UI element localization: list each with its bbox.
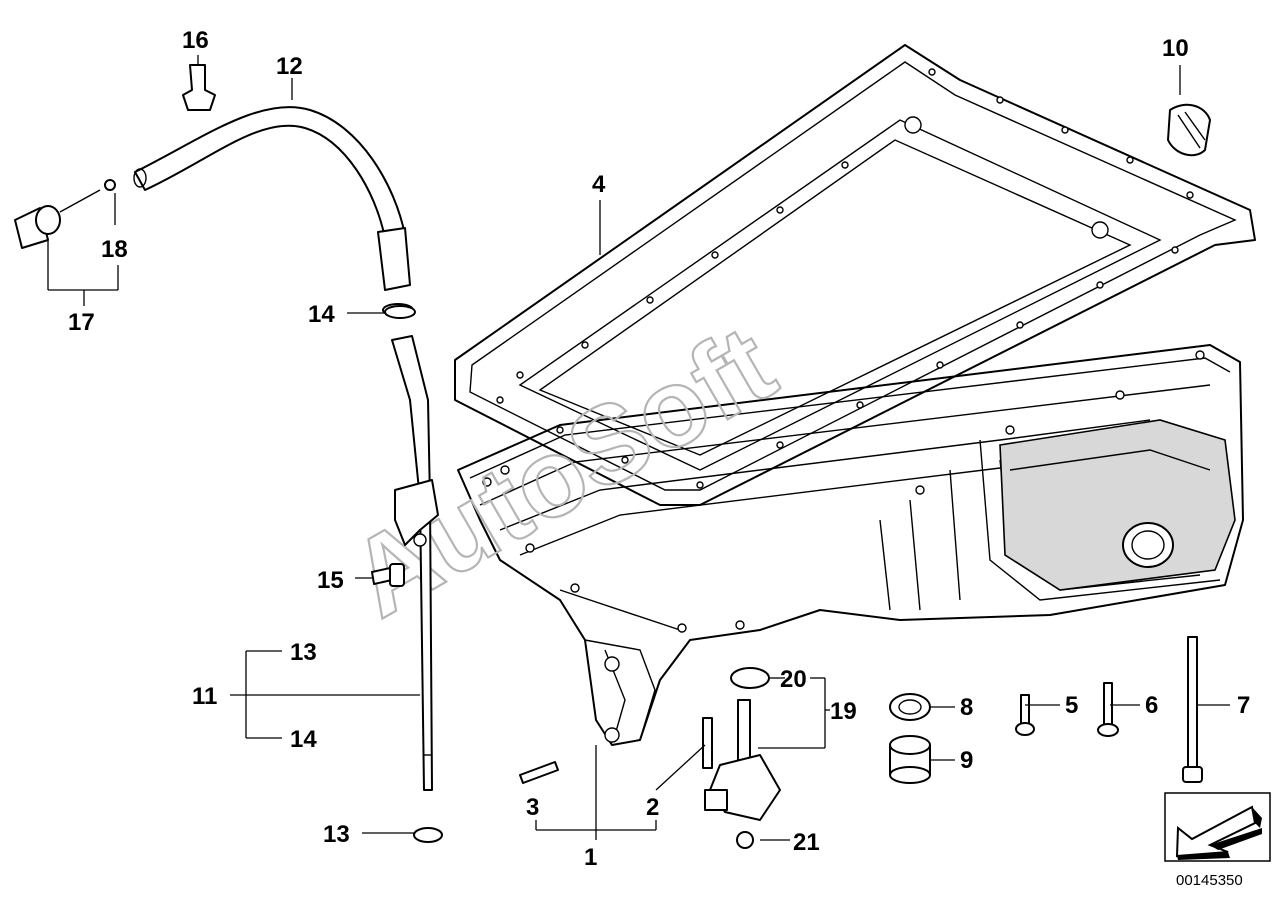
dipstick-guide-tube	[133, 106, 414, 317]
screw-6	[1097, 682, 1119, 737]
callout-labels: 1 2 3 4 5 6 7 8 9 10 11 12 13 13 14 14 1…	[68, 27, 1250, 871]
sealing-ring-8	[889, 693, 931, 721]
leader-lines	[47, 55, 1230, 841]
view-direction-box: 00145350	[1164, 792, 1271, 889]
stud-bolt-3	[519, 761, 559, 784]
callout-8: 8	[960, 694, 973, 721]
callout-11: 11	[192, 683, 217, 710]
callout-16: 16	[182, 27, 209, 54]
callout-12: 12	[276, 53, 303, 80]
oil-filler-cap	[1167, 103, 1211, 157]
seal-ring-13-bottom	[413, 827, 443, 843]
callout-14-upper: 14	[308, 301, 335, 328]
clip-rivet	[182, 64, 216, 111]
callout-17: 17	[68, 309, 95, 336]
seal-ring-14-top	[384, 305, 416, 319]
callout-20: 20	[780, 666, 807, 693]
oil-level-sensor	[704, 699, 781, 821]
callout-4: 4	[592, 171, 606, 198]
callout-13-lower: 13	[323, 821, 350, 848]
drain-plug-9	[889, 735, 931, 784]
callout-10: 10	[1162, 35, 1189, 62]
stud-bolt-2	[702, 717, 713, 769]
callout-15: 15	[317, 567, 344, 594]
callout-9: 9	[960, 747, 973, 774]
callout-18: 18	[101, 236, 128, 263]
oil-pan	[457, 344, 1244, 746]
dipstick-handle	[14, 179, 116, 249]
callout-6: 6	[1145, 692, 1158, 719]
screw-5	[1015, 694, 1035, 736]
callout-19: 19	[830, 698, 857, 725]
dipstick	[391, 335, 439, 791]
oil-pan-gasket	[454, 44, 1256, 506]
bolt-7	[1182, 636, 1203, 783]
diagram-number: 00145350	[1176, 872, 1243, 889]
callout-7: 7	[1237, 692, 1250, 719]
o-ring-20	[730, 667, 770, 689]
callout-5: 5	[1065, 692, 1078, 719]
callout-1: 1	[584, 844, 597, 871]
callout-21: 21	[793, 829, 820, 856]
callout-14-lower: 14	[290, 726, 317, 753]
bolt-15	[371, 563, 405, 587]
callout-13-upper: 13	[290, 639, 317, 666]
nut-21	[736, 831, 754, 849]
callout-2: 2	[646, 794, 659, 821]
callout-3: 3	[526, 794, 539, 821]
